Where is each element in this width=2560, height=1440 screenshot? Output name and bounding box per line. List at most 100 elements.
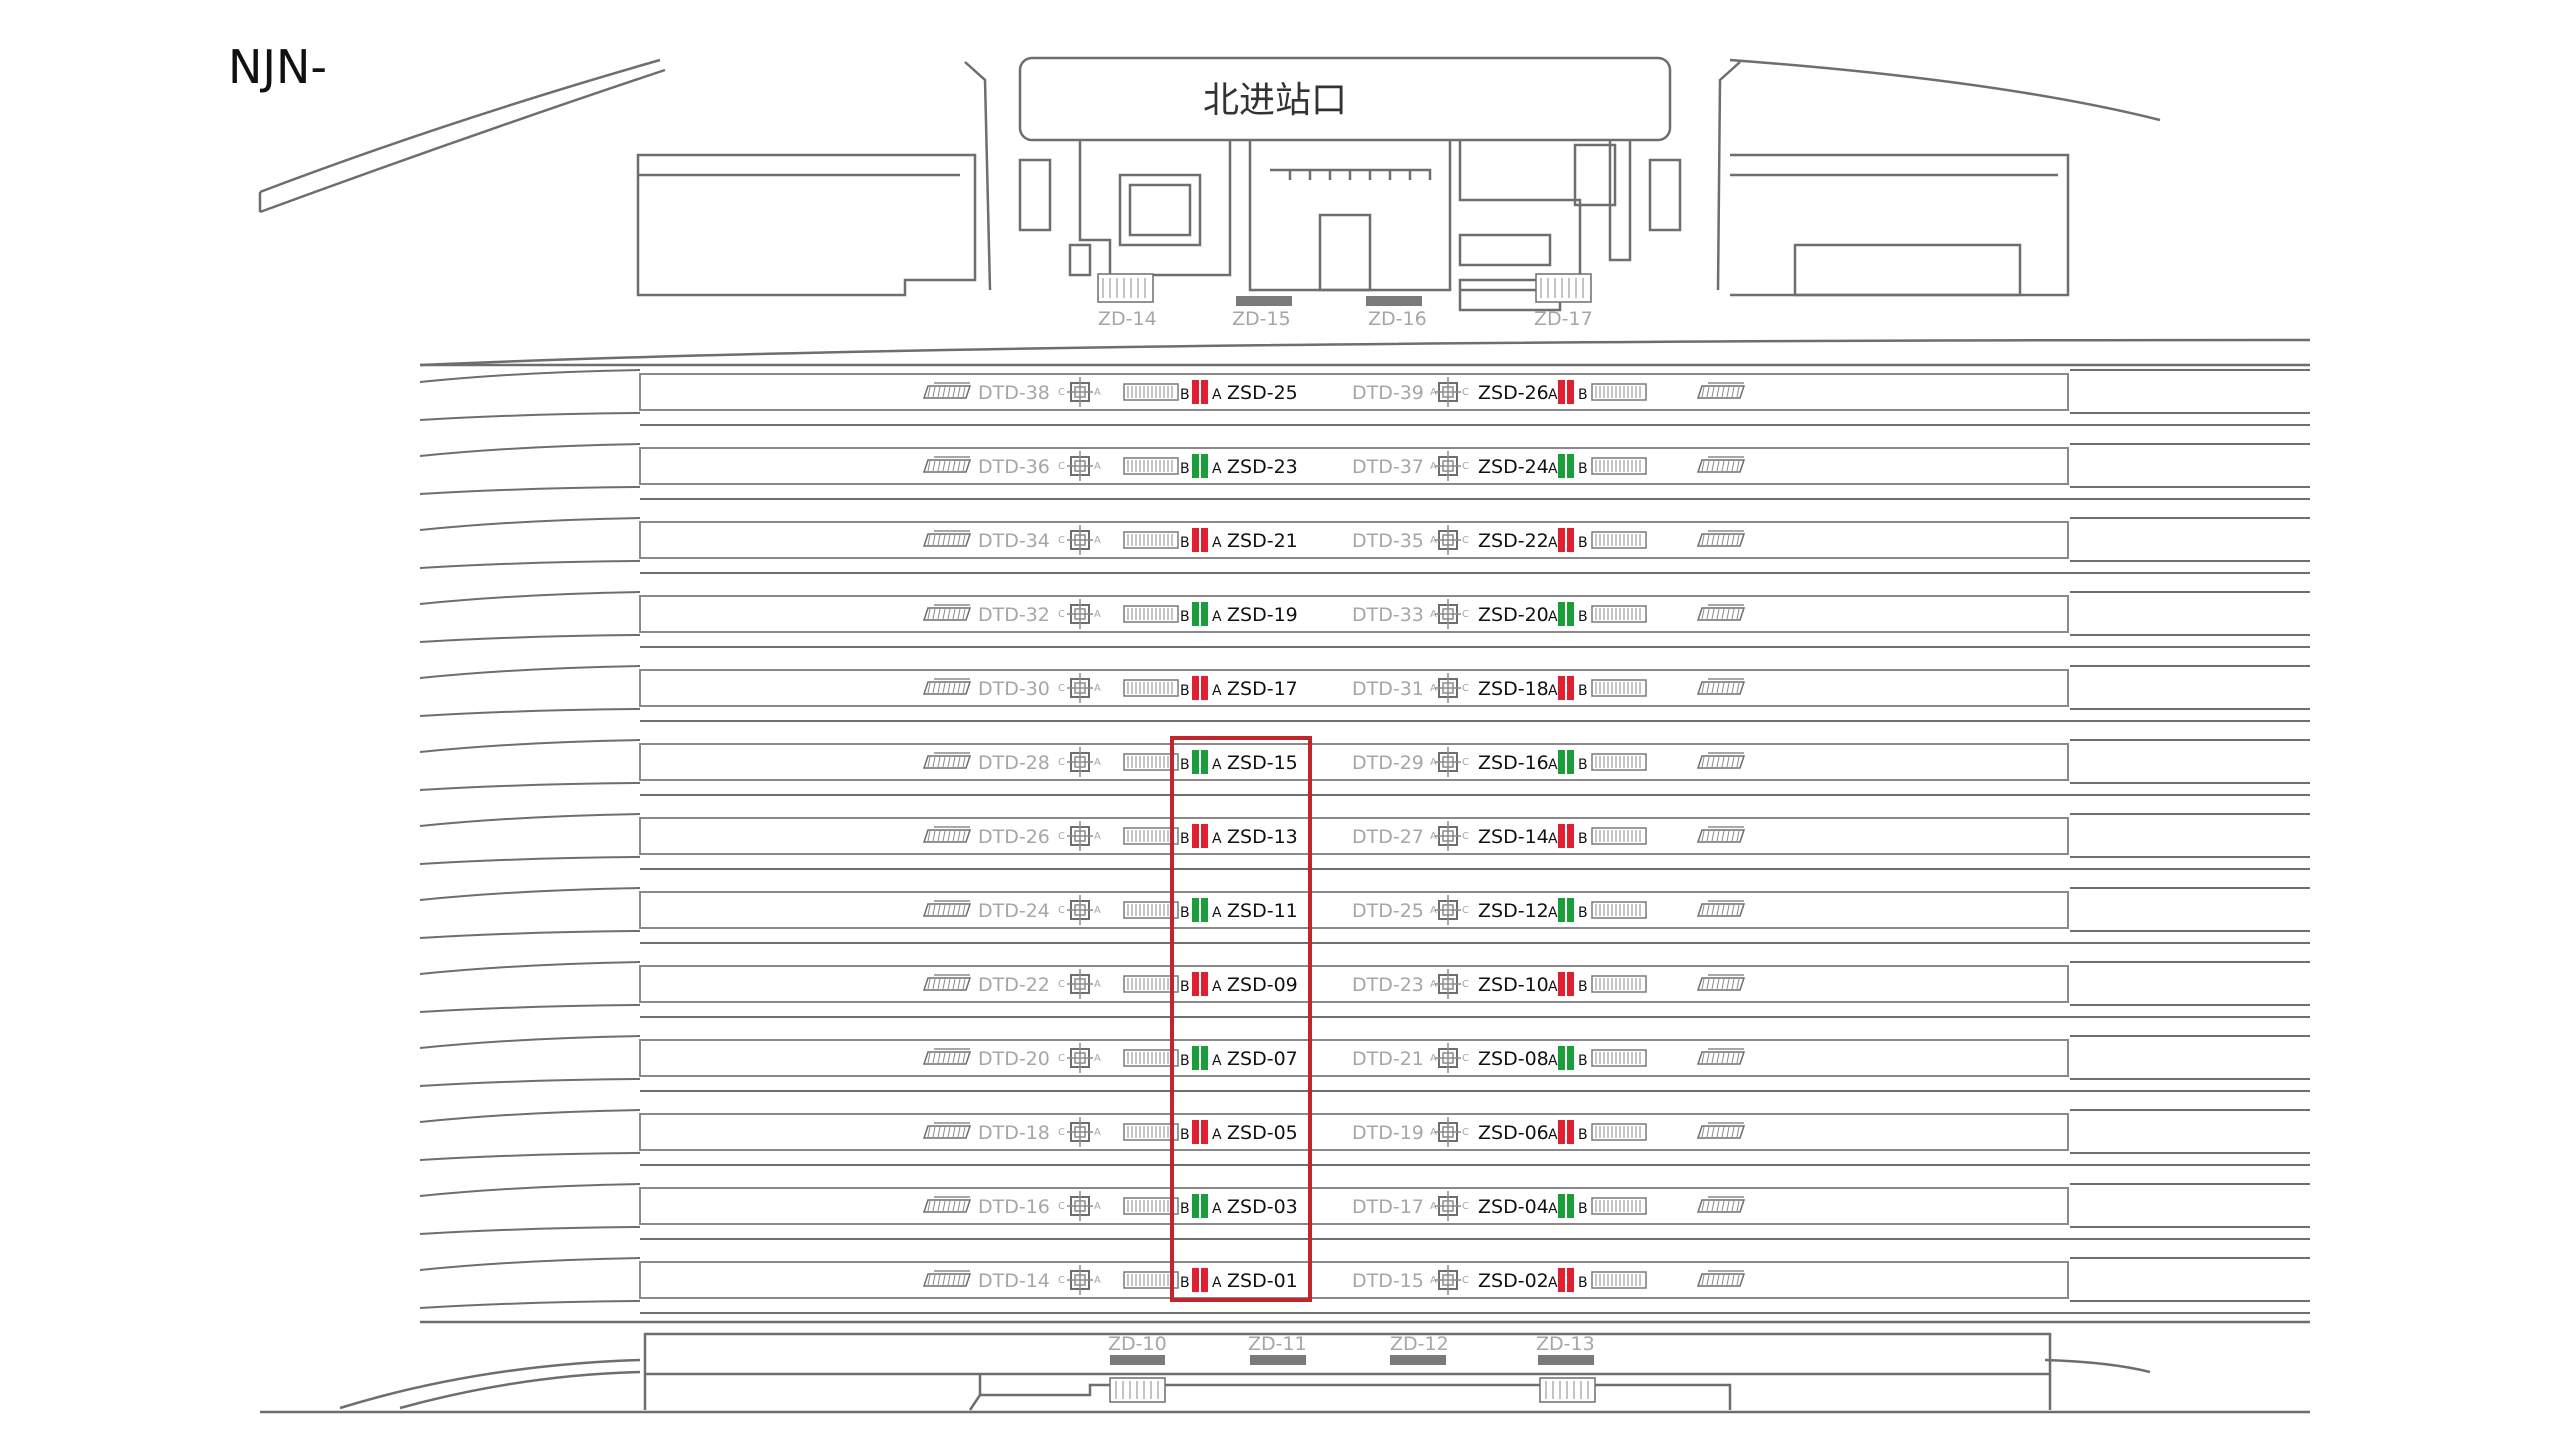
escalator-left [922, 752, 972, 769]
escalator-left-step [932, 1126, 936, 1138]
escalator-right-step [1701, 534, 1705, 546]
escalator-right-step [1726, 1052, 1730, 1064]
signal-left-red-bar [1201, 972, 1208, 996]
dtd-right-label: DTD-15 [1352, 1270, 1424, 1292]
escalator-right [1696, 752, 1746, 769]
escalator-left-step [932, 1274, 936, 1286]
escalator-right-step [1701, 386, 1705, 398]
escalator-left [922, 1122, 972, 1139]
signal-right-red-bar [1558, 824, 1565, 848]
escalator-right-step [1736, 1052, 1740, 1064]
zsd-left-label: ZSD-05 [1227, 1122, 1298, 1144]
column-left [1067, 895, 1093, 925]
signal-right-red-bar [1558, 528, 1565, 552]
signal-right-red-bar [1567, 528, 1574, 552]
equipment-grille-right [1591, 679, 1647, 697]
signal-left-red-bar [1192, 676, 1199, 700]
escalator-right-step [1721, 756, 1725, 768]
signal-left-green-bar [1201, 750, 1208, 774]
track-line [419, 782, 641, 791]
column-c-label: C [1462, 1127, 1469, 1138]
dtd-right-label: DTD-19 [1352, 1122, 1424, 1144]
signal-right-green [1558, 898, 1574, 922]
escalator-right-step [1736, 756, 1740, 768]
signal-left-red-bar [1192, 972, 1199, 996]
escalator-right-step [1721, 1126, 1725, 1138]
column-a-label: A [1094, 683, 1101, 694]
escalator-right-step [1711, 904, 1715, 916]
escalator-right-step [1726, 1274, 1730, 1286]
signal-right-green-bar [1558, 898, 1565, 922]
escalator-left-step [962, 1052, 966, 1064]
signal-a-label: A [1212, 757, 1222, 773]
signal-a-label: A [1212, 535, 1222, 551]
escalator-right-step [1731, 1052, 1735, 1064]
signal-b-label: B [1578, 1053, 1588, 1069]
equipment-grille-left [1123, 1049, 1179, 1067]
escalator-left-step [932, 682, 936, 694]
escalator-right-step [1706, 1052, 1710, 1064]
zsd-left-label: ZSD-23 [1227, 456, 1298, 478]
escalator-right-step [1731, 1274, 1735, 1286]
escalator-right-step [1726, 1126, 1730, 1138]
escalator-right-step [1706, 1126, 1710, 1138]
dtd-right-label: DTD-37 [1352, 456, 1424, 478]
escalator-right-step [1711, 1126, 1715, 1138]
escalator-right-step [1721, 534, 1725, 546]
equipment-grille-left [1123, 1123, 1179, 1141]
escalator-left-step [942, 1052, 946, 1064]
escalator-right-step [1721, 904, 1725, 916]
signal-left-red-bar [1201, 528, 1208, 552]
column-c-label: C [1058, 609, 1065, 620]
escalator-right [1696, 1122, 1746, 1139]
dtd-right-label: DTD-21 [1352, 1048, 1424, 1070]
platform [639, 373, 2069, 411]
signal-left-red-bar [1201, 380, 1208, 404]
escalator-left-step [957, 830, 961, 842]
dtd-left-label: DTD-24 [978, 900, 1050, 922]
equipment-grille-right [1591, 1197, 1647, 1215]
escalator-left-step [962, 460, 966, 472]
column-a-label: A [1430, 1275, 1437, 1286]
column-right [1435, 1043, 1461, 1073]
escalator-right-step [1721, 608, 1725, 620]
dtd-left-label: DTD-16 [978, 1196, 1050, 1218]
escalator-left-step [927, 978, 931, 990]
signal-right-green-bar [1558, 454, 1565, 478]
signal-b-label: B [1180, 979, 1190, 995]
platform [639, 1039, 2069, 1077]
signal-left-red [1192, 528, 1208, 552]
escalator-left-step [937, 978, 941, 990]
signal-a-label: A [1212, 905, 1222, 921]
zsd-right-label: ZSD-16 [1478, 752, 1549, 774]
platform [639, 743, 2069, 781]
escalator-left-step [932, 904, 936, 916]
dtd-left-label: DTD-22 [978, 974, 1050, 996]
signal-left-green-bar [1201, 602, 1208, 626]
escalator-right-step [1736, 830, 1740, 842]
escalator-right [1696, 900, 1746, 917]
escalator-right-step [1716, 978, 1720, 990]
dtd-left-label: DTD-28 [978, 752, 1050, 774]
signal-a-label: A [1212, 979, 1222, 995]
track-line [419, 591, 641, 605]
escalator-left-step [962, 682, 966, 694]
escalator-left-step [937, 460, 941, 472]
escalator-left-step [962, 904, 966, 916]
signal-left-red [1192, 676, 1208, 700]
column-a-label: A [1094, 1275, 1101, 1286]
escalator-left-step [927, 1200, 931, 1212]
escalator-right-step [1721, 460, 1725, 472]
signal-b-label: B [1578, 1275, 1588, 1291]
column-right [1435, 451, 1461, 481]
signal-right-red [1558, 1120, 1574, 1144]
signal-b-label: B [1180, 1053, 1190, 1069]
escalator-left-step [957, 1126, 961, 1138]
zsd-left-label: ZSD-11 [1227, 900, 1298, 922]
signal-left-red-bar [1201, 676, 1208, 700]
escalator-left-step [957, 978, 961, 990]
